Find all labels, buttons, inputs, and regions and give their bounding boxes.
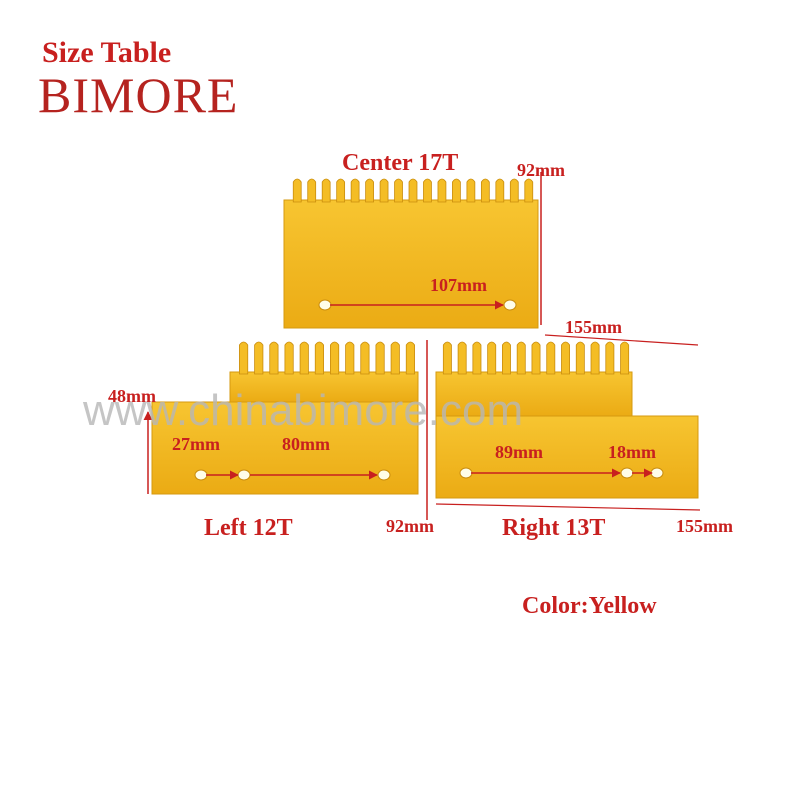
right-plate-tooth bbox=[620, 341, 630, 375]
right-plate-tooth bbox=[575, 341, 585, 375]
center-plate-tooth bbox=[509, 178, 519, 203]
right-plate-tooth bbox=[546, 341, 556, 375]
left-plate-teeth bbox=[239, 341, 415, 375]
right-plate-tooth bbox=[516, 341, 526, 375]
right-plate-tooth bbox=[487, 341, 497, 375]
center-comb-plate bbox=[283, 178, 539, 329]
left-plate-tooth bbox=[375, 341, 385, 375]
right-width-line bbox=[435, 503, 701, 511]
center-plate-tooth bbox=[336, 178, 346, 203]
left-plate-tooth bbox=[314, 341, 324, 375]
center-plate-tooth bbox=[524, 178, 534, 203]
left-plate-tooth bbox=[269, 341, 279, 375]
right-comb-plate bbox=[435, 341, 699, 499]
center-plate-tooth bbox=[452, 178, 461, 203]
right-width-label: 155mm bbox=[676, 516, 733, 536]
right-plate-tooth bbox=[605, 341, 615, 375]
right-spacing-a-label: 89mm bbox=[495, 442, 543, 462]
right-plate-tooth bbox=[457, 341, 467, 375]
left-plate-name: Left 12T bbox=[204, 515, 293, 541]
left-spacing-a-label: 27mm bbox=[172, 434, 220, 454]
center-hole-right bbox=[503, 299, 517, 311]
left-plate-tooth bbox=[360, 341, 370, 375]
left-plate-tooth bbox=[330, 341, 340, 375]
left-height-label: 48mm bbox=[108, 386, 156, 406]
left-plate-tooth bbox=[284, 341, 294, 375]
right-plate-tooth bbox=[502, 341, 511, 375]
right-plate-tooth bbox=[442, 341, 452, 375]
center-plate-tooth bbox=[480, 178, 490, 203]
center-plate-tooth bbox=[321, 178, 331, 203]
center-plate-tooth bbox=[292, 178, 302, 203]
center-width-label: 155mm bbox=[565, 317, 622, 337]
watermark-text: www.chinabimore.com bbox=[82, 386, 523, 435]
right-plate-teeth bbox=[442, 341, 630, 375]
center-plate-tooth bbox=[466, 178, 476, 203]
left-plate-tooth bbox=[390, 341, 400, 375]
center-plate-tooth bbox=[307, 178, 317, 203]
center-plate-tooth bbox=[495, 178, 505, 203]
center-plate-tooth bbox=[350, 178, 360, 203]
center-plate-tooth bbox=[394, 178, 403, 203]
center-hole-spacing-label: 107mm bbox=[430, 275, 487, 295]
center-width-line bbox=[544, 334, 699, 346]
left-comb-plate bbox=[151, 341, 419, 495]
left-hole-1 bbox=[194, 469, 208, 481]
left-plate-tooth bbox=[254, 341, 264, 375]
center-height-label: 92mm bbox=[517, 160, 565, 180]
left-hole-3 bbox=[377, 469, 391, 481]
left-plate-tooth bbox=[239, 341, 249, 375]
right-plate-lower-body bbox=[435, 415, 699, 499]
right-hole-3 bbox=[650, 467, 664, 479]
right-plate-name: Right 13T bbox=[502, 515, 605, 541]
right-plate-tooth bbox=[561, 341, 570, 375]
center-plate-tooth bbox=[437, 178, 447, 203]
left-width-label: 92mm bbox=[386, 516, 434, 536]
center-plate-teeth bbox=[292, 178, 534, 203]
left-plate-tooth bbox=[299, 341, 309, 375]
center-hole-left bbox=[318, 299, 332, 311]
center-plate-tooth bbox=[365, 178, 374, 203]
right-plate-tooth bbox=[531, 341, 541, 375]
color-note: Color:Yellow bbox=[522, 593, 657, 619]
right-plate-tooth bbox=[590, 341, 600, 375]
right-hole-1 bbox=[459, 467, 473, 479]
center-plate-name: Center 17T bbox=[342, 150, 458, 176]
right-hole-2 bbox=[620, 467, 634, 479]
left-plate-upper-body bbox=[229, 371, 419, 403]
right-plate-tooth bbox=[472, 341, 482, 375]
center-plate-tooth bbox=[408, 178, 418, 203]
left-plate-tooth bbox=[405, 341, 415, 375]
brand-logo-text: BIMORE bbox=[38, 67, 238, 123]
header-title: Size Table bbox=[42, 36, 171, 69]
left-plate-tooth bbox=[345, 341, 355, 375]
center-plate-tooth bbox=[423, 178, 432, 203]
left-hole-2 bbox=[237, 469, 251, 481]
right-spacing-b-label: 18mm bbox=[608, 442, 656, 462]
left-spacing-b-label: 80mm bbox=[282, 434, 330, 454]
center-plate-tooth bbox=[379, 178, 389, 203]
